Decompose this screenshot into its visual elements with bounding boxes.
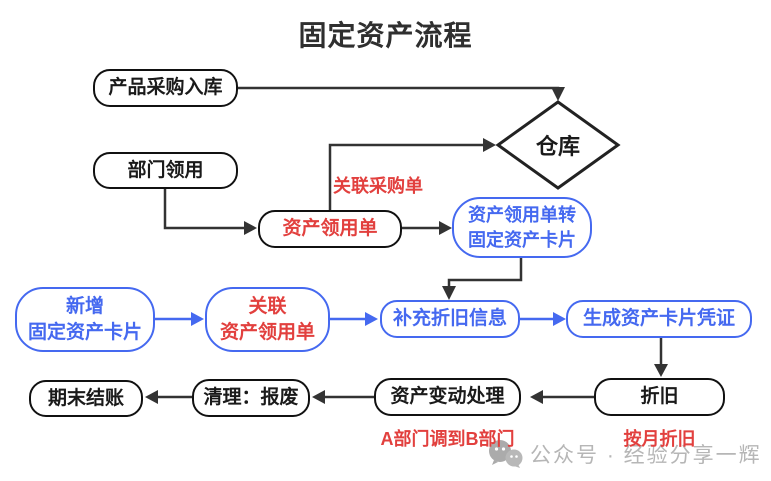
node-supplement-depreciation: 补充折旧信息 <box>380 300 520 338</box>
node-asset-requisition: 资产领用单 <box>258 210 402 248</box>
node-asset-change: 资产变动处理 <box>374 378 521 416</box>
node-warehouse: 仓库 <box>535 134 580 159</box>
node-new-asset-card: 新增 固定资产卡片 <box>15 287 155 352</box>
watermark-text: 公众号 · 经验分享一辉 <box>530 444 762 467</box>
node-period-end-closing: 期末结账 <box>29 380 143 417</box>
node-purchase-inbound: 产品采购入库 <box>93 69 238 107</box>
node-requisition-to-card: 资产领用单转 固定资产卡片 <box>452 197 592 258</box>
node-cleanup-scrap: 清理：报废 <box>192 379 310 417</box>
node-depreciation: 折旧 <box>594 378 725 416</box>
node-generate-card-voucher: 生成资产卡片凭证 <box>566 300 752 338</box>
wechat-icon <box>489 440 523 468</box>
annotation-dept-transfer: A部门调到B部门 <box>380 429 515 449</box>
warehouse-diamond-shape <box>495 100 621 190</box>
annotation-link-purchase-order: 关联采购单 <box>333 176 423 196</box>
page-title: 固定资产流程 <box>298 20 473 51</box>
node-link-requisition: 关联 资产领用单 <box>205 287 330 352</box>
annotation-monthly-depreciation: 按月折旧 <box>623 429 696 449</box>
watermark: 公众号 · 经验分享一辉 <box>486 438 762 470</box>
node-dept-requisition: 部门领用 <box>93 152 238 189</box>
